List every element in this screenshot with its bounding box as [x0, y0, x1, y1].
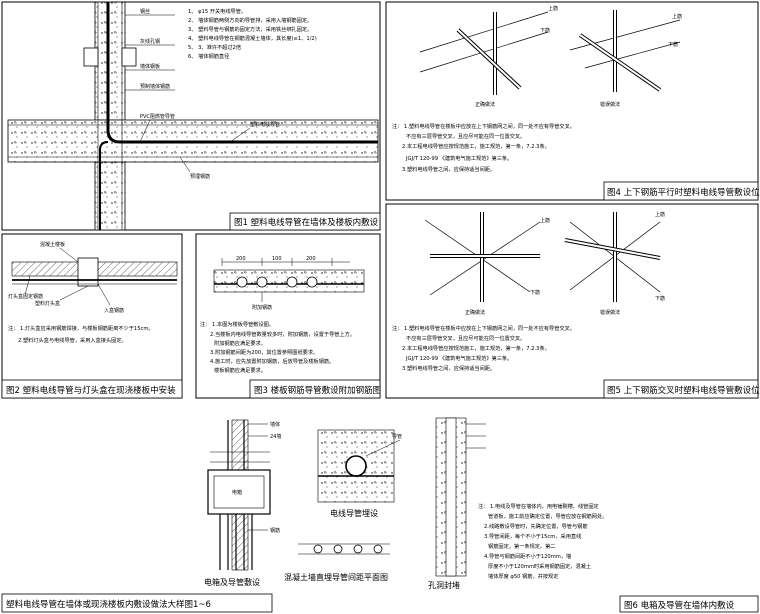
fig1-label-2: 墙体钢板 — [140, 63, 160, 70]
fig2-label-0: 混凝土楼板 — [40, 241, 65, 248]
fig1-note: 1、 φ15 开关电线导管。 — [188, 7, 246, 15]
fig2-label-1: 塑料灯头盒 — [35, 300, 60, 307]
fig3-dim-1: 100 — [272, 256, 282, 262]
fig6-sub-d: 孔洞封堵 — [428, 580, 460, 590]
fig1-label-0: 钢丝 — [140, 8, 150, 15]
figure-3: 200 100 200 附加钢筋 注： 1.本图为楼板导管敷设图。 2.当楼板内… — [195, 233, 381, 399]
fig6-note: 墙体厚度 φ50 钢筋，并按规定 — [488, 572, 558, 580]
fig3-note: 楼板钢筋应满足要求。 — [214, 366, 266, 374]
fig2-note: 注： 1.灯头盒应采用钢筋焊接，与楼板钢筋距离不少于15cm。 — [8, 324, 154, 332]
fig4-note: JGJ/T 120-99 《建筑电气施工规范》第三条。 — [405, 154, 512, 162]
fig6-sub-c: 混凝土墙直埋导管间距平面图 — [284, 572, 388, 582]
fig3-dim-2: 200 — [306, 256, 316, 262]
fig1-notes: 1、 φ15 开关电线导管。 2、 墙体钢筋两侧方向的导管排，采用入墙钢筋固定。… — [188, 7, 317, 60]
fig1-label-6: 预埋钢筋 — [190, 173, 210, 180]
fig3-note: 注： 1.本图为楼板导管敷设图。 — [200, 320, 274, 328]
fig6-sub-b: 电线导管埋设 — [330, 508, 378, 518]
fig4-up-right: 上筋 — [672, 13, 682, 20]
fig3-note: 3.附加钢筋间距为200，其位置参照图纸要求。 — [210, 348, 318, 356]
fig5-note: JGJ/T 120-99 《建筑电气施工规范》第三条。 — [405, 354, 512, 362]
fig4-note: 3.塑料电线导管之间，应保持适当间距。 — [402, 165, 495, 173]
figure-2: 混凝土楼板 塑料灯头盒 灯头盒固定钢筋 入盒钢筋 注： 1.灯头盒应采用钢筋焊接… — [1, 233, 183, 399]
fig6-note: 钢筋固定，第一条规定。第二 — [488, 542, 555, 550]
fig6-note: 管道板，施工前应确定位置，导管应放在钢筋网处。 — [488, 512, 607, 520]
fig6-note: 3.导管间距，每个不小于15cm，采用直线 — [484, 532, 581, 540]
fig5-caption: 图5 上下钢筋交叉时塑料电线导管敷设位置 — [607, 385, 760, 396]
figure-5: 上筋 下筋 正确做法 上筋 下筋 错误做法 注： 1.塑料电线导管在楼板中应放在… — [385, 203, 760, 399]
fig1-label-3: 预制墙体钢筋 — [140, 83, 170, 90]
fig1-note: 6、 墙体钢筋直径 — [188, 52, 229, 60]
fig6-note: 4.导管与钢筋间距不小于120mm，墙 — [484, 552, 571, 560]
fig5-note: 3.塑料电线导管之间，应保持适当间距。 — [402, 364, 495, 372]
fig6-note: 注： 1.电线及导管在墙体内，用电锤剔槽、线管固定 — [478, 502, 599, 510]
fig1-label-4: 塑料电线导管 — [250, 121, 280, 128]
fig5-down-right: 下筋 — [655, 295, 665, 302]
figure-4: 上筋 下筋 正确做法 上筋 下筋 错误做法 注： 1.塑料电线导管在楼板中应放在… — [385, 1, 760, 201]
fig6-box-label: 电箱 — [232, 489, 242, 496]
fig5-note: 2.本工程电线导管应按规范施工，施工规范，第一条，7.2.3条。 — [402, 344, 550, 352]
fig6-note: 2.线路敷设导管时，先确定位置，导管与钢筋 — [484, 522, 588, 530]
fig4-note: 2.本工程电线导管应按规范施工，施工规范，第一条，7.2.3条。 — [402, 142, 550, 150]
fig6-label-2: 钢筋 — [270, 527, 280, 534]
fig6-notes: 注： 1.电线及导管在墙体内，用电锤剔槽、线管固定 管道板，施工前应确定位置，导… — [478, 502, 607, 580]
fig1-caption: 图1 塑料电线导管在墙体及楼板内敷设 — [234, 217, 379, 228]
fig4-caption: 图4 上下钢筋平行时塑料电线导管敷设位置 — [607, 187, 760, 198]
fig6-label-0: 墙体 — [270, 421, 280, 428]
fig4-down-right: 下筋 — [668, 41, 678, 48]
fig2-caption: 图2 塑料电线导管与灯头盒在现浇楼板中安装 — [6, 385, 176, 396]
fig4-note: 不应有三层导管交叉，且应尽可能在同一位置交叉。 — [406, 132, 525, 140]
fig4-sub-left: 正确做法 — [475, 101, 495, 108]
fig3-note: 4.施工时，应先放置附加钢筋，后放导管及楼板钢筋。 — [210, 357, 334, 365]
fig5-sub-left: 正确做法 — [465, 309, 485, 316]
fig1-label-1: 灰线孔钢 — [140, 38, 160, 45]
fig6-label-3: 导管 — [392, 433, 402, 440]
figure-6: 塑料电线导管在墙体或现浇楼板内敷设做法大样图1~6 电箱 墙体 24墙 钢筋 电… — [1, 417, 759, 613]
fig2-label-3: 入盒钢筋 — [104, 307, 124, 314]
figure-1: 钢丝 灰线孔钢 墙体钢板 预制墙体钢筋 塑料电线导管 PVC阻燃管导管 预埋钢筋… — [1, 1, 381, 231]
fig4-note: 注： 1.塑料电线导管在楼板中应放在上下钢筋网之间，同一处不应有导管交叉。 — [392, 122, 575, 130]
fig3-note: 附加钢筋应满足要求。 — [214, 339, 266, 347]
fig1-label-5: PVC阻燃管导管 — [140, 113, 175, 120]
fig5-note: 不应有三层导管交叉，且应尽可能在同一位置交叉。 — [406, 334, 525, 342]
fig6-caption: 图6 电箱及导管在墙体内敷设 — [624, 600, 735, 611]
fig3-caption: 图3 楼板钢筋导管敷设附加钢筋图 — [254, 385, 381, 396]
fig6-note: 厚度不小于120mm时采用钢筋固定，混凝土 — [488, 562, 591, 570]
fig2-label-2: 灯头盒固定钢筋 — [8, 293, 43, 300]
fig4-down-left: 下筋 — [540, 27, 550, 34]
fig1-note: 3、 塑料导管与钢筋的固定方法，采用铁丝绑扎固定。 — [188, 25, 312, 33]
fig2-note: 2.塑料灯头盒与电线导管，采用入盒接头固定。 — [18, 336, 127, 344]
fig5-note: 注： 1.塑料电线导管在楼板中应放在上下钢筋网之间，同一处不应有导管交叉。 — [392, 324, 575, 332]
fig4-sub-right: 错误做法 — [600, 101, 620, 108]
fig3-dim-0: 200 — [236, 256, 246, 262]
fig5-sub-right: 错误做法 — [600, 309, 620, 316]
fig1-note: 5、 3、准许不超过2倍 — [188, 43, 241, 51]
fig1-note: 2、 墙体钢筋两侧方向的导管排，采用入墙钢筋固定。 — [188, 16, 312, 24]
fig3-note: 2.当楼板内电线导管数量较多时，附加钢筋，设置于导管上方。 — [210, 330, 355, 338]
fig5-down-left: 下筋 — [530, 289, 540, 296]
fig6-label-1: 24墙 — [270, 433, 281, 440]
fig5-up-right: 上筋 — [655, 211, 665, 218]
fig6-sub-a: 电箱及导管敷设 — [204, 577, 260, 587]
bottom-title: 塑料电线导管在墙体或现浇楼板内敷设做法大样图1~6 — [6, 599, 211, 610]
fig4-up-left: 上筋 — [548, 5, 558, 12]
fig3-label-0: 附加钢筋 — [252, 304, 272, 311]
fig1-note: 4、 塑料电线导管在钢筋混凝土墙体，其长度(≤1、1/2) — [188, 34, 317, 42]
fig5-up-left: 上筋 — [540, 217, 550, 224]
